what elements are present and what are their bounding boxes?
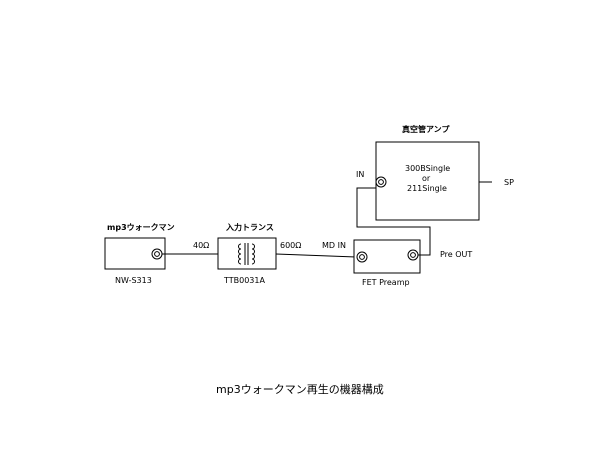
pre-out-label: Pre OUT — [440, 250, 472, 259]
transformer-coil-icon — [238, 243, 255, 265]
transformer-box — [217, 237, 277, 270]
preamp-input-jack-icon — [356, 251, 368, 263]
amp-box — [375, 141, 480, 221]
preamp-name: FET Preamp — [362, 278, 410, 287]
transformer-title: 入力トランス — [225, 222, 274, 232]
amp-line3: 211Single — [407, 184, 447, 193]
md-in-label: MD IN — [322, 241, 346, 250]
walkman-title: mp3ウォークマン — [107, 222, 175, 232]
diagram-caption: mp3ウォークマン再生の機器構成 — [216, 382, 384, 396]
wire-transformer-preamp — [275, 253, 357, 258]
preamp-output-jack-icon — [407, 249, 419, 261]
amp-in-label: IN — [356, 170, 364, 179]
amp-line1: 300BSingle — [405, 164, 450, 173]
speaker-label: SP — [504, 178, 514, 187]
walkman-model: NW-S313 — [115, 276, 152, 285]
wire-preamp-amp — [356, 187, 431, 256]
impedance-out-label: 600Ω — [280, 241, 301, 250]
amp-input-jack-icon — [375, 176, 387, 188]
amp-title: 真空管アンプ — [402, 124, 450, 134]
walkman-jack-icon — [151, 248, 163, 260]
transformer-model: TTB0031A — [223, 276, 265, 285]
impedance-in-label: 40Ω — [193, 241, 209, 250]
amp-line2: or — [422, 174, 431, 183]
